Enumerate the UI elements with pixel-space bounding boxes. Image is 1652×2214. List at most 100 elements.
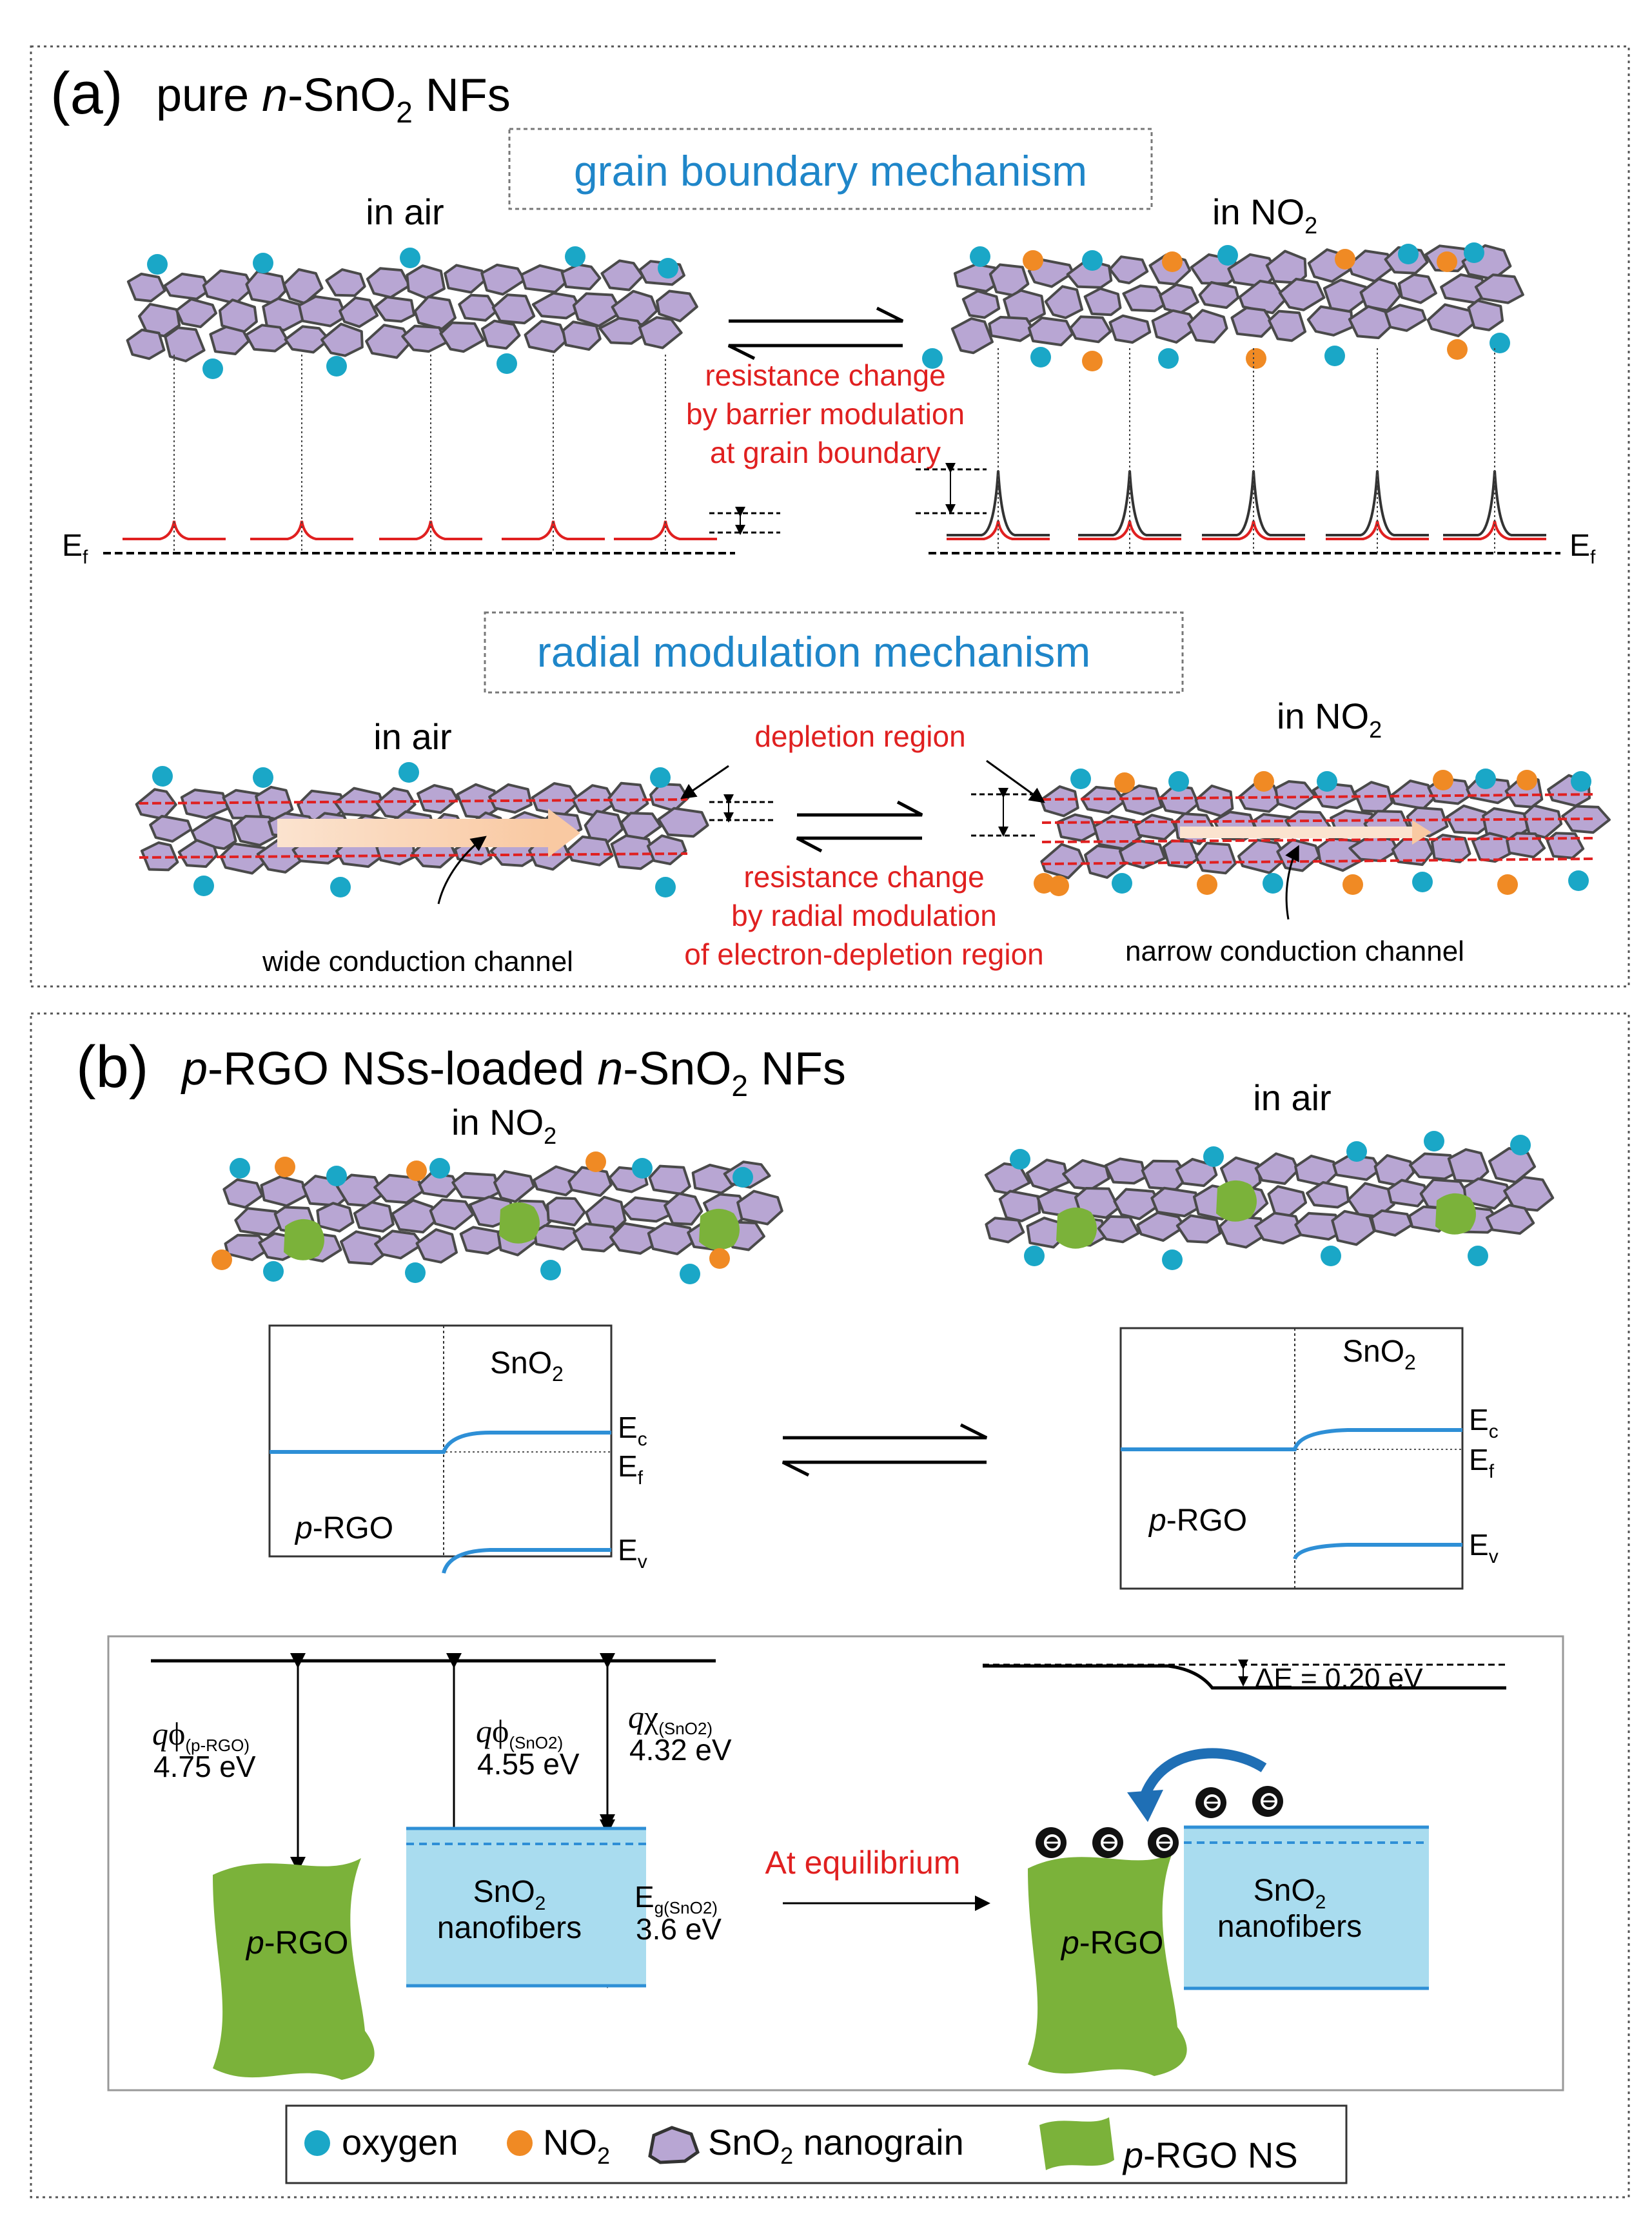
oxygen-icon bbox=[497, 353, 517, 374]
sno2-grain bbox=[1151, 309, 1199, 344]
sno2-grain bbox=[1445, 804, 1488, 835]
sno2-grain bbox=[149, 814, 193, 843]
no2-icon bbox=[1114, 772, 1135, 793]
sno2-grain bbox=[480, 263, 526, 296]
sno2-grain bbox=[621, 1196, 671, 1223]
oxygen-icon bbox=[405, 1262, 426, 1283]
sno2-grain bbox=[401, 324, 447, 353]
sno2-grain bbox=[585, 1195, 627, 1230]
no2-icon bbox=[1246, 348, 1266, 369]
sno2-grain bbox=[1408, 1152, 1459, 1180]
sno2-grain bbox=[391, 1199, 438, 1234]
oxygen-icon bbox=[658, 258, 678, 279]
sno2-grain bbox=[1467, 299, 1504, 331]
no2-icon bbox=[1023, 250, 1043, 271]
oxygen-icon bbox=[1398, 244, 1419, 264]
grain-boundary-title-box bbox=[508, 128, 1153, 210]
legend-prgo: p-RGO NS bbox=[1122, 2135, 1298, 2175]
sno2-grain bbox=[572, 292, 624, 328]
oxygen-icon bbox=[1346, 1141, 1367, 1162]
sno2-grain bbox=[1027, 317, 1074, 347]
sno2-grain bbox=[1274, 780, 1317, 810]
sno2-grain bbox=[985, 1217, 1025, 1244]
sno2-grain bbox=[1136, 1211, 1186, 1242]
legend-oxygen: oxygen bbox=[342, 2122, 458, 2162]
ev-label-left: Ev bbox=[618, 1533, 647, 1572]
oxygen-icon bbox=[922, 348, 943, 369]
sno2-grain bbox=[451, 1171, 501, 1200]
sno2-grain bbox=[1294, 1154, 1339, 1187]
sno2-box-label-right: SnO2 bbox=[1254, 1874, 1326, 1913]
oxygen-icon bbox=[1024, 1246, 1045, 1266]
panel-a-title: pure n-SnO2 NFs bbox=[156, 70, 511, 129]
sno2-label-right: SnO2 bbox=[1342, 1335, 1416, 1374]
sno2-grain bbox=[1447, 1148, 1490, 1183]
sno2-grain bbox=[649, 783, 689, 812]
sno2-grain bbox=[1187, 309, 1228, 344]
no2-icon bbox=[1082, 351, 1103, 371]
sno2-grain bbox=[1039, 785, 1079, 818]
sno2-grain bbox=[1175, 1214, 1222, 1244]
oxygen-icon bbox=[1082, 250, 1103, 271]
sno2-grain bbox=[1238, 279, 1287, 315]
label-in-air-top: in air bbox=[366, 191, 444, 232]
sno2-grain bbox=[458, 293, 498, 322]
prgo-label-right-box: p-RGO bbox=[1148, 1504, 1247, 1538]
sno2-grain bbox=[1506, 832, 1546, 859]
no2-icon bbox=[406, 1161, 427, 1181]
oxygen-icon bbox=[326, 356, 347, 377]
sno2-grain bbox=[598, 317, 647, 345]
sno2-grain bbox=[233, 815, 280, 847]
sno2-grain bbox=[1108, 255, 1149, 284]
sno2-grain bbox=[1294, 1211, 1343, 1241]
wide-channel-arrow bbox=[277, 819, 548, 847]
rgo-flake bbox=[284, 1219, 324, 1260]
oxygen-icon bbox=[1321, 1246, 1341, 1266]
sno2-grain bbox=[1118, 839, 1166, 869]
oxygen-icon bbox=[540, 1260, 561, 1280]
oxygen-icon bbox=[230, 1158, 250, 1179]
sno2-grain bbox=[365, 324, 413, 359]
sno2-grain bbox=[657, 807, 709, 838]
sno2-grain bbox=[988, 315, 1036, 342]
oxygen-icon bbox=[1030, 347, 1051, 367]
rgo-flake bbox=[1435, 1193, 1476, 1235]
sno2-grain bbox=[1062, 1159, 1110, 1191]
sno2-grain bbox=[126, 272, 166, 302]
no2-icon bbox=[1517, 770, 1537, 790]
oxygen-icon bbox=[1263, 873, 1283, 894]
sno2-grain bbox=[1474, 273, 1524, 304]
sno2-grain bbox=[316, 1202, 355, 1233]
sno2-grain bbox=[736, 1190, 783, 1226]
sno2-grain bbox=[417, 784, 459, 814]
oxygen-icon bbox=[1568, 870, 1589, 891]
sno2-grain bbox=[1546, 832, 1585, 859]
prgo-sheet-right bbox=[1028, 1853, 1187, 2076]
sno2-grain bbox=[1134, 814, 1177, 841]
sno2-grain bbox=[533, 1224, 580, 1251]
sno2-grain bbox=[1069, 315, 1112, 344]
oxygen-icon bbox=[1475, 769, 1496, 789]
oxygen-icon bbox=[330, 877, 351, 897]
label-in-no2-top: in NO2 bbox=[1212, 191, 1317, 239]
oxygen-icon bbox=[1070, 769, 1091, 789]
prgo-sheet-left bbox=[213, 1858, 375, 2080]
sno2-grain bbox=[406, 264, 446, 300]
sno2-grain bbox=[320, 322, 364, 357]
ef-label-left-box: Ef bbox=[618, 1449, 644, 1489]
no2-icon bbox=[1254, 771, 1274, 792]
rgo-flake bbox=[1216, 1180, 1257, 1222]
nanofibers-label-left: nanofibers bbox=[437, 1911, 582, 1945]
sno2-grain bbox=[224, 1233, 271, 1262]
oxygen-icon bbox=[1324, 346, 1345, 366]
oxygen-icon bbox=[326, 1166, 347, 1186]
sno2-grain bbox=[1097, 1215, 1140, 1244]
no2-icon bbox=[1335, 249, 1355, 269]
radial-title-box bbox=[484, 611, 1184, 694]
oxygen-icon bbox=[1168, 771, 1189, 792]
oxygen-icon bbox=[970, 246, 990, 267]
sno2-grain bbox=[1119, 784, 1163, 816]
sno2-grain bbox=[1390, 779, 1435, 810]
sno2-grain bbox=[1104, 1157, 1147, 1185]
sno2-grain bbox=[638, 316, 683, 349]
